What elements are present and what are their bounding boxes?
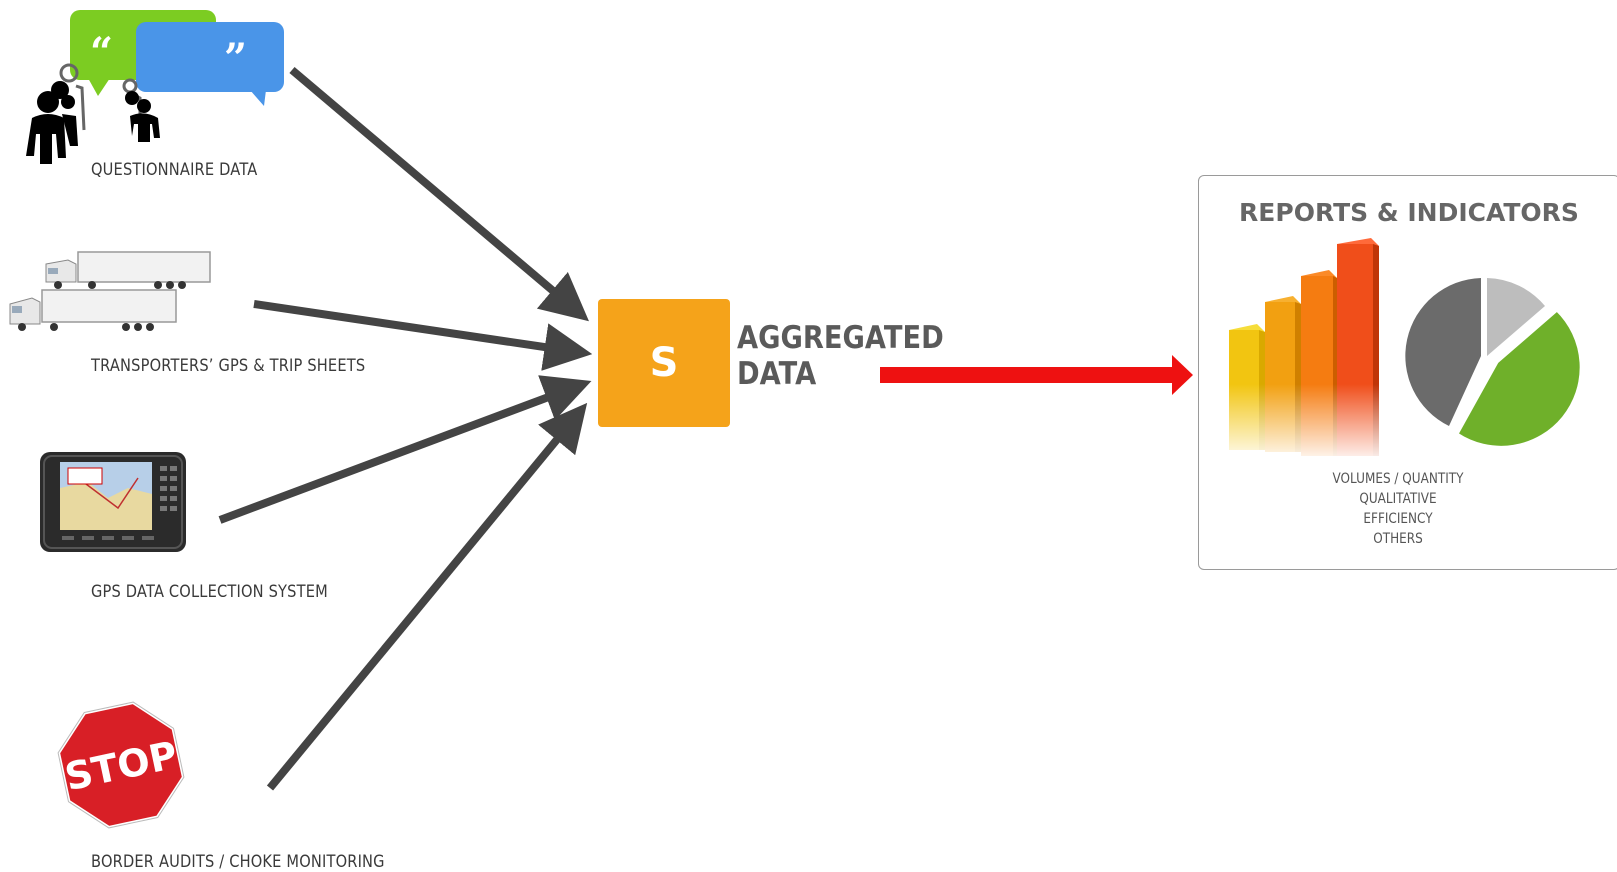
aggregated-data-label: AGGREGATED DATA	[737, 320, 944, 392]
output-arrow	[880, 355, 1193, 395]
source-label-transporters: TRANSPORTERS’ GPS & TRIP SHEETS	[91, 356, 366, 376]
gps-device-icon	[40, 452, 186, 552]
arrow-border-audits	[266, 402, 588, 791]
report-item: VOLUMES / QUANTITY	[1332, 471, 1464, 487]
source-label-gps-system: GPS DATA COLLECTION SYSTEM	[91, 582, 328, 602]
report-item: OTHERS	[1373, 531, 1423, 547]
report-title: REPORTS & INDICATORS	[1239, 198, 1579, 227]
source-label-border-audits: BORDER AUDITS / CHOKE MONITORING	[91, 852, 385, 872]
report-item: EFFICIENCY	[1363, 511, 1433, 527]
aggregation-hub: S	[598, 299, 730, 427]
arrow-gps-system	[218, 375, 592, 524]
charts-illustration-icon	[1225, 238, 1583, 464]
stop-sign-icon: STOP	[56, 700, 186, 830]
report-items-list: VOLUMES / QUANTITY QUALITATIVE EFFICIENC…	[1199, 469, 1597, 549]
trucks-icon	[9, 251, 211, 331]
source-label-questionnaire: QUESTIONNAIRE DATA	[91, 160, 258, 180]
report-item: QUALITATIVE	[1359, 491, 1437, 507]
aggregated-line2: DATA	[737, 356, 817, 392]
people-speech-bubbles-icon: “ ”	[26, 10, 284, 164]
hub-letter: S	[649, 340, 679, 386]
aggregated-line1: AGGREGATED	[737, 320, 944, 356]
open-quote: “	[90, 29, 113, 76]
arrow-questionnaire	[289, 66, 589, 322]
reports-panel: REPORTS & INDICATORS VOLUMES / QUANTITY	[1198, 175, 1617, 570]
arrow-transporters	[253, 300, 593, 371]
close-quote: ”	[224, 35, 247, 82]
